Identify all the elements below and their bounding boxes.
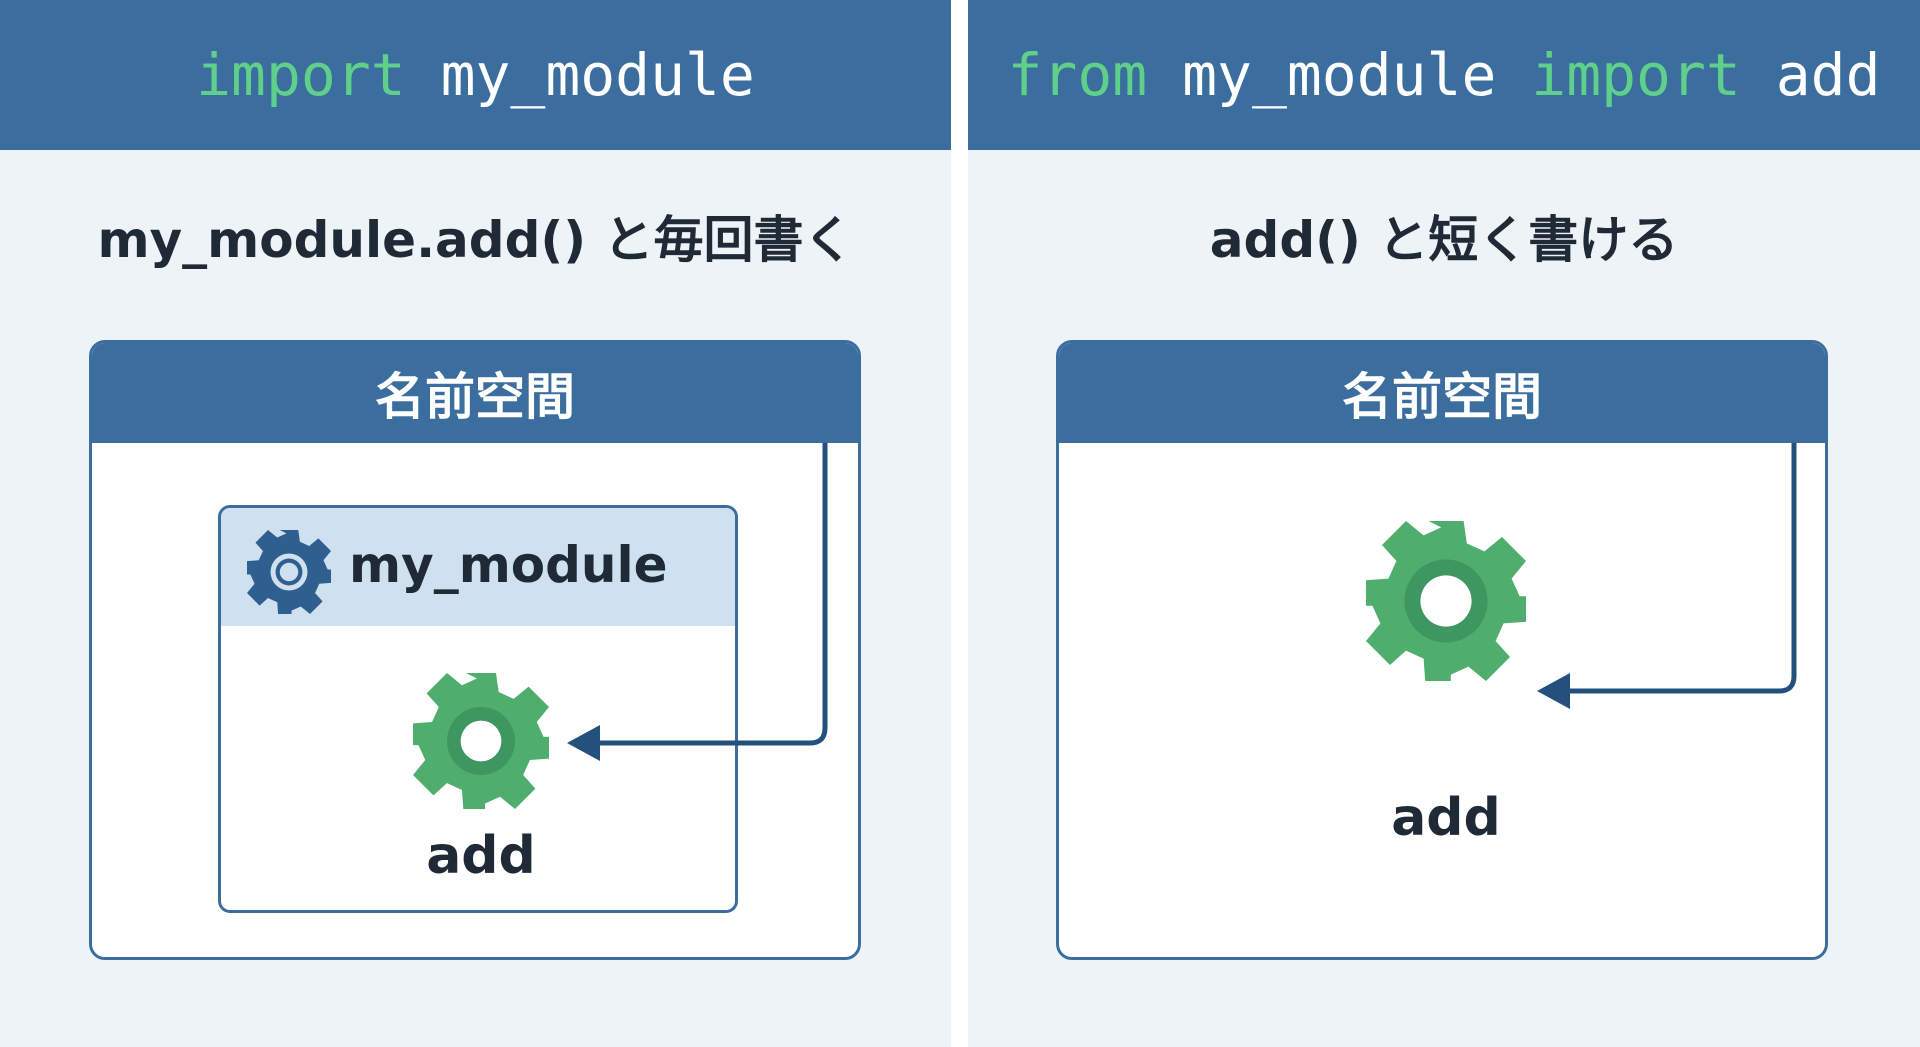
add-function-label-left: add bbox=[426, 826, 536, 886]
code-header-import: import my_module bbox=[0, 0, 951, 150]
caption-left: my_module.add() と毎回書く bbox=[97, 211, 854, 269]
add-function-label-right: add bbox=[1391, 788, 1501, 848]
module-box: my_module add bbox=[218, 505, 738, 913]
code-module-name: my_module bbox=[405, 41, 755, 109]
code-keyword-import: import bbox=[1531, 41, 1741, 109]
namespace-header-right: 名前空間 bbox=[1059, 343, 1825, 443]
right-panel: from my_module import add add() と短く書ける 名… bbox=[968, 0, 1920, 1047]
left-panel: import my_module my_module.add() と毎回書く 名… bbox=[0, 0, 951, 1047]
namespace-box-right: 名前空間 add bbox=[1056, 340, 1828, 960]
add-function-gear-icon bbox=[1366, 521, 1526, 681]
module-name-label: my_module bbox=[349, 536, 668, 594]
module-gear-icon bbox=[247, 530, 331, 614]
namespace-header-left: 名前空間 bbox=[92, 343, 858, 443]
add-function-gear-icon bbox=[413, 673, 549, 809]
caption-right: add() と短く書ける bbox=[1209, 211, 1679, 269]
namespace-box-left: 名前空間 my_module add bbox=[89, 340, 861, 960]
code-function-name: add bbox=[1740, 41, 1881, 109]
code-header-from-import: from my_module import add bbox=[968, 0, 1920, 150]
code-module-name: my_module bbox=[1147, 41, 1532, 109]
code-keyword-import: import bbox=[196, 41, 406, 109]
code-keyword-from: from bbox=[1007, 41, 1148, 109]
